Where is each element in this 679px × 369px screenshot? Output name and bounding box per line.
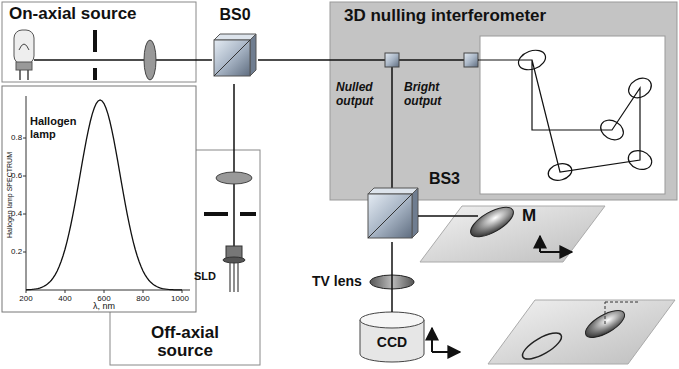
light-beam bbox=[330, 59, 480, 61]
splitter-diagonal bbox=[214, 40, 250, 76]
node-label: On-axial source bbox=[9, 5, 137, 24]
light-beam bbox=[391, 67, 393, 194]
part-label: SLD bbox=[194, 270, 216, 282]
aperture bbox=[93, 30, 97, 52]
lamp-pin bbox=[19, 70, 21, 80]
motion-arrow bbox=[432, 351, 460, 353]
lamp-pin bbox=[27, 70, 29, 80]
source-panel: On-axial source bbox=[2, 2, 196, 82]
beam-splitter-cube bbox=[412, 188, 418, 238]
axis-title: Hallogen lamp SPECTRUM bbox=[6, 152, 13, 238]
lens bbox=[216, 172, 252, 184]
aperture bbox=[240, 212, 256, 216]
tick-label: 0.2 bbox=[11, 247, 22, 256]
output-cube bbox=[464, 53, 478, 67]
light-beam bbox=[391, 242, 393, 312]
chart-axis bbox=[26, 96, 27, 290]
node-label: BS0 bbox=[219, 6, 250, 24]
tick-label: 0.4 bbox=[11, 209, 22, 218]
ccd-top bbox=[360, 312, 424, 328]
chart-frame bbox=[2, 86, 196, 312]
beam-path bbox=[480, 60, 640, 172]
dashed-guide bbox=[605, 302, 640, 324]
spectrum-chart bbox=[2, 86, 196, 312]
tick-label: 0.8 bbox=[11, 133, 22, 142]
lens bbox=[144, 40, 156, 80]
part-label: TV lens bbox=[312, 273, 362, 289]
axis-ticks bbox=[23, 138, 182, 293]
interferometer-sketch bbox=[480, 36, 665, 194]
translation-stage bbox=[488, 300, 675, 364]
lamp-label: Hallogen lamp bbox=[30, 115, 88, 141]
panel-outline bbox=[2, 2, 196, 82]
port-label: Nulled output bbox=[336, 80, 388, 108]
motion-arrow bbox=[540, 251, 572, 253]
light-beam bbox=[34, 59, 196, 61]
panel-outline bbox=[330, 2, 677, 200]
tick-label: 800 bbox=[136, 294, 149, 303]
node-label: CCD bbox=[377, 335, 407, 350]
light-beam bbox=[418, 215, 478, 217]
mirrors bbox=[516, 47, 655, 183]
mirror-outline bbox=[519, 328, 565, 364]
light-beam bbox=[233, 150, 235, 246]
sld-pins bbox=[230, 262, 238, 292]
aperture bbox=[93, 68, 97, 80]
lamp-base bbox=[16, 62, 32, 70]
interferometer-panel: 3D nulling interferometer bbox=[330, 2, 677, 200]
lamp-filament bbox=[19, 44, 29, 50]
beam-splitter: BS0 bbox=[212, 2, 258, 84]
tick-label: 400 bbox=[58, 294, 71, 303]
source-panel: Off-axial source bbox=[110, 150, 260, 365]
beam-splitter-cube bbox=[214, 40, 250, 76]
node-label: Off-axial source bbox=[129, 324, 241, 361]
aperture bbox=[204, 212, 228, 216]
motion-arrow bbox=[539, 236, 541, 252]
spectrum-curve bbox=[26, 100, 182, 290]
beam-splitter-cube bbox=[368, 188, 418, 194]
light-beam bbox=[233, 84, 235, 150]
mirror bbox=[466, 201, 518, 242]
node-label: 3D nulling interferometer bbox=[344, 7, 546, 26]
beam-splitter-cube bbox=[250, 34, 256, 76]
tick-label: 1000 bbox=[171, 294, 189, 303]
beam-splitter-cube bbox=[368, 194, 412, 238]
beam-splitter: BS3 bbox=[366, 170, 462, 242]
output-cube bbox=[385, 53, 399, 67]
tick-label: 0.6 bbox=[11, 171, 22, 180]
light-beam bbox=[196, 59, 212, 61]
port-label: Bright output bbox=[404, 80, 460, 108]
light-beam bbox=[258, 59, 330, 61]
motion-arrow bbox=[431, 328, 433, 352]
splitter-diagonal bbox=[368, 194, 412, 238]
axis-title: λ, nm bbox=[93, 301, 115, 311]
halogen-lamp bbox=[14, 30, 34, 64]
beam-splitter-cube bbox=[214, 34, 256, 40]
part-label: M bbox=[522, 206, 536, 226]
node-label: BS3 bbox=[429, 170, 460, 188]
tick-label: 200 bbox=[19, 294, 32, 303]
ccd-camera: CCD bbox=[360, 312, 424, 362]
